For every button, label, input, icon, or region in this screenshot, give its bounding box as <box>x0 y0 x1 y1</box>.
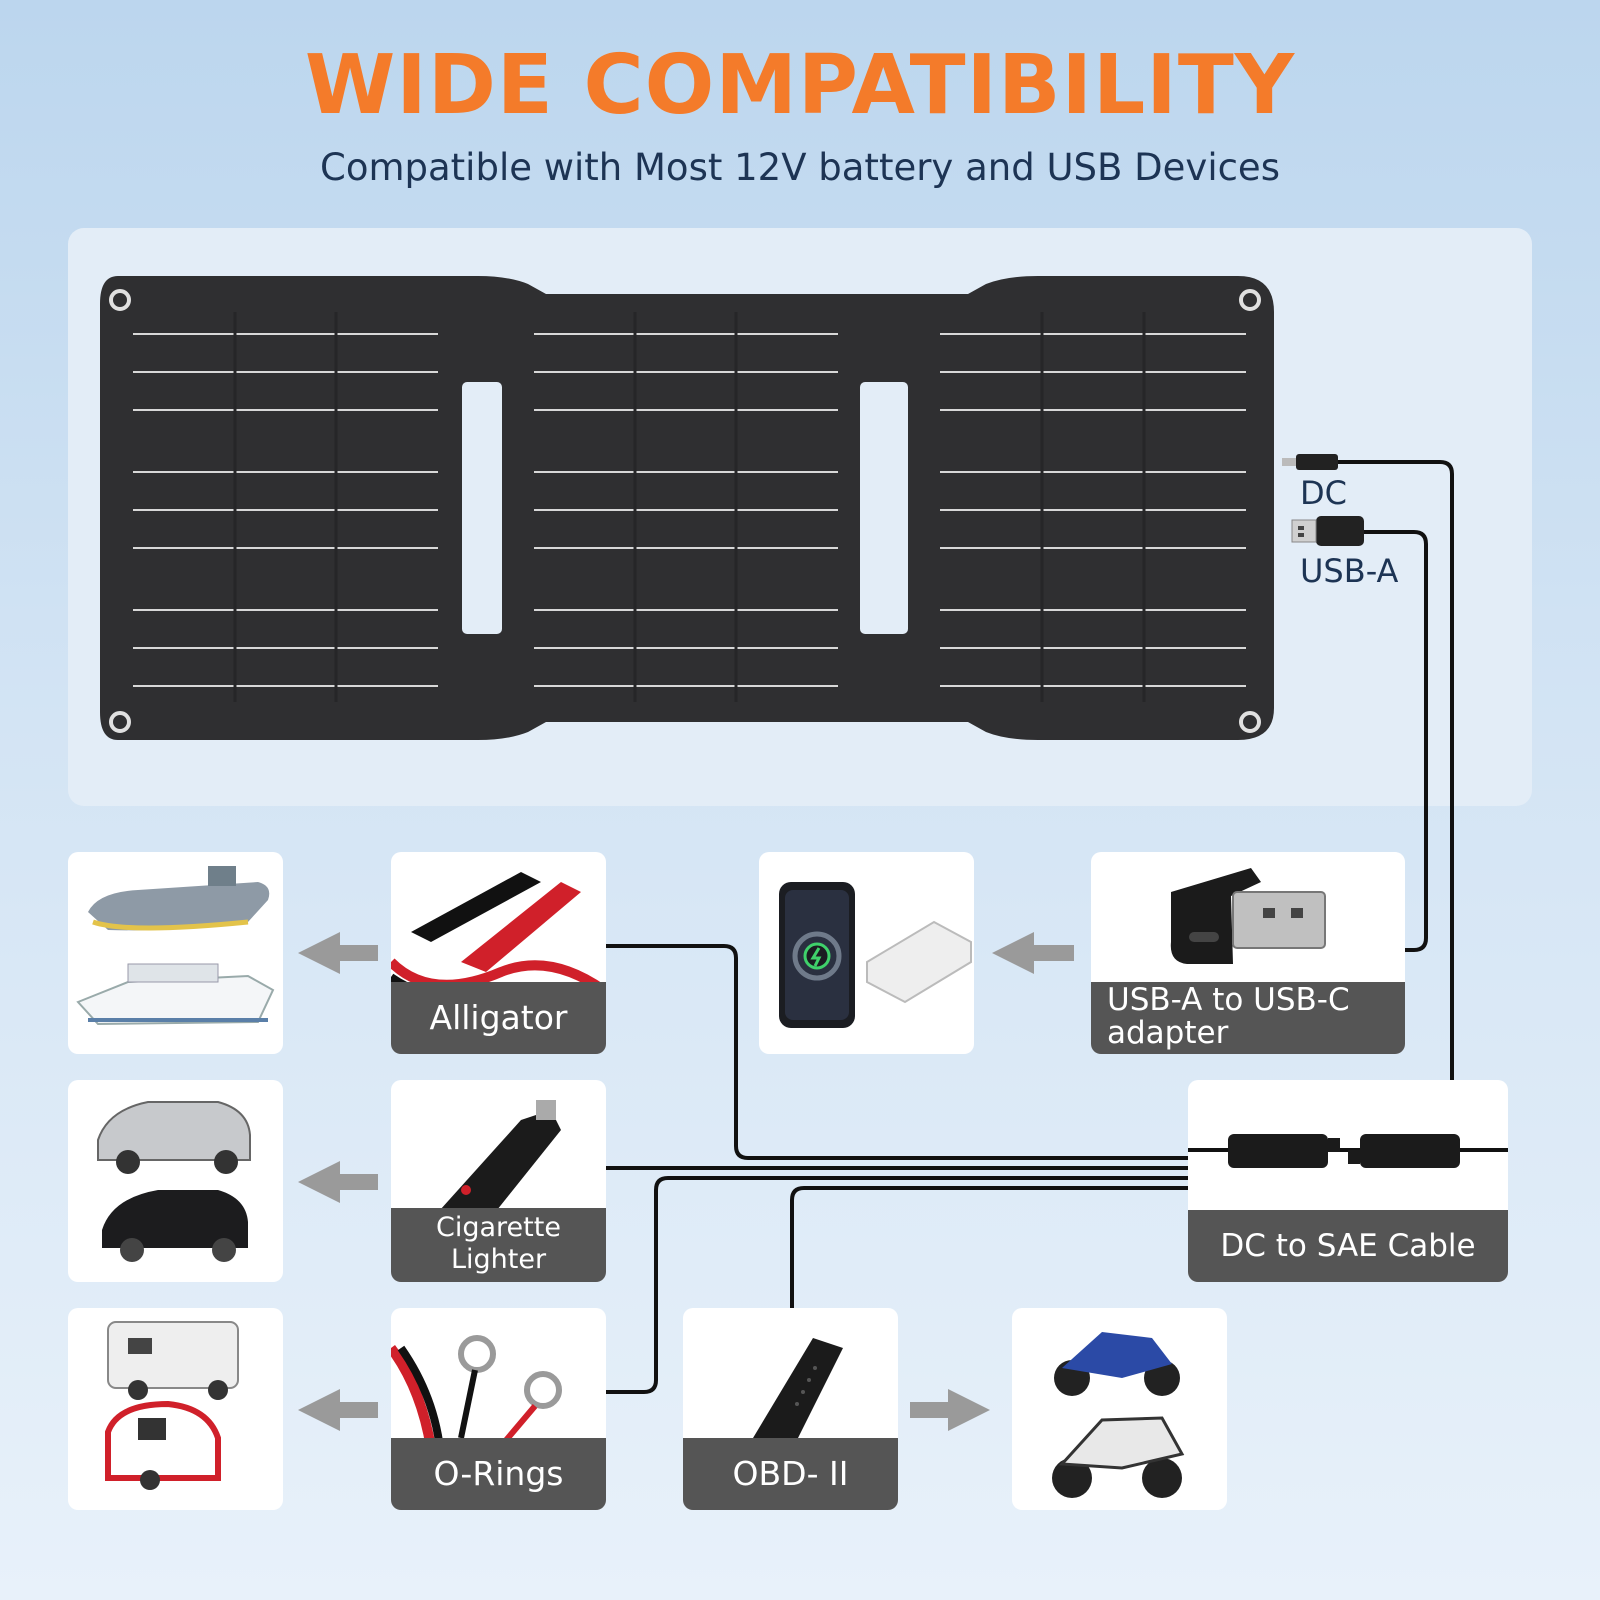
obd2-label: OBD- II <box>683 1438 898 1510</box>
cars-card <box>68 1080 283 1282</box>
sae-connector-icon <box>1188 1134 1508 1168</box>
phone-powerbank-card <box>759 852 974 1054</box>
rv-icon <box>105 1321 239 1490</box>
usb-c-adapter-icon <box>1170 868 1326 964</box>
cigarette-lighter-label: Cigarette Lighter <box>391 1208 606 1282</box>
boats-card <box>68 852 283 1054</box>
usb-adapter-label: USB-A to USB-C adapter <box>1091 982 1405 1054</box>
motorcycle-icon <box>1052 1332 1185 1498</box>
arrows <box>298 932 1074 1431</box>
page-title: WIDE COMPATIBILITY <box>304 38 1296 133</box>
car-icon <box>97 1101 251 1262</box>
motorcycles-card <box>1012 1308 1227 1510</box>
phone-icon <box>779 882 972 1028</box>
usb-adapter-card: USB-A to USB-C adapter <box>1091 852 1405 1054</box>
page-subtitle: Compatible with Most 12V battery and USB… <box>320 146 1280 189</box>
obd2-card: OBD- II <box>683 1308 898 1510</box>
o-rings-card: O-Rings <box>391 1308 606 1510</box>
rv-trailer-card <box>68 1308 283 1510</box>
boat-icon <box>76 866 275 1026</box>
alligator-label: Alligator <box>391 982 606 1054</box>
solar-panel <box>100 276 1274 740</box>
dc-plug <box>1296 454 1338 470</box>
usb-port-label: USB-A <box>1300 552 1399 590</box>
dc-port-label: DC <box>1300 474 1347 512</box>
o-rings-label: O-Rings <box>391 1438 606 1510</box>
dc-sae-label: DC to SAE Cable <box>1188 1210 1508 1282</box>
usb-plug <box>1316 516 1364 546</box>
alligator-card: Alligator <box>391 852 606 1054</box>
dc-sae-card: DC to SAE Cable <box>1188 1080 1508 1282</box>
cigarette-lighter-card: Cigarette Lighter <box>391 1080 606 1282</box>
